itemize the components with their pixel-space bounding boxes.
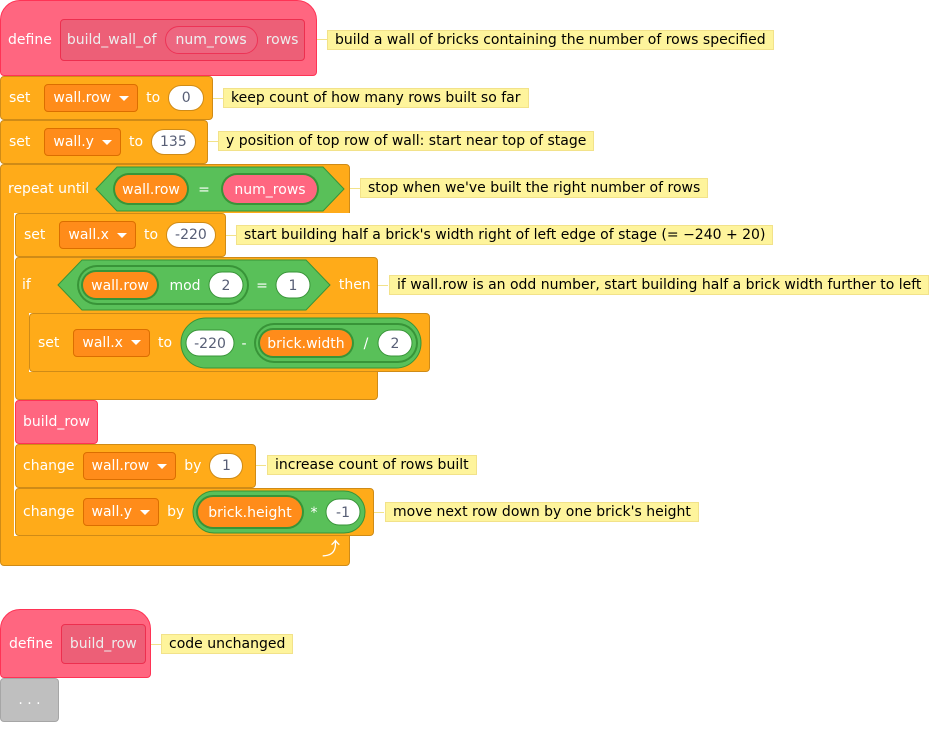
set-keyword: set bbox=[9, 134, 31, 150]
param-num-rows[interactable]: num_rows bbox=[164, 26, 258, 54]
multiplier-input[interactable]: -1 bbox=[336, 505, 350, 521]
equals-operator: = bbox=[198, 182, 210, 198]
caret-down-icon bbox=[116, 232, 127, 238]
change-keyword: change bbox=[23, 458, 75, 474]
prototype-name: build_row bbox=[69, 635, 137, 652]
change-keyword: change bbox=[23, 504, 75, 520]
to-label: to bbox=[128, 134, 144, 150]
if-condition-equals[interactable]: wall.row mod 2 = 1 bbox=[57, 259, 331, 311]
value-input[interactable]: 1 bbox=[209, 453, 244, 479]
repeat-keyword: repeat until bbox=[8, 181, 90, 197]
to-label: to bbox=[157, 334, 173, 351]
set-wall-x-offset-block[interactable]: set wall.x to -220 - brick.width / 2 bbox=[29, 313, 430, 372]
change-wall-y-block[interactable]: change wall.y by brick.height * -1 bbox=[15, 488, 374, 536]
variable-dropdown-wall-x[interactable]: wall.x bbox=[59, 221, 136, 249]
variable-dropdown-wall-y[interactable]: wall.y bbox=[82, 498, 160, 526]
dropdown-label: wall.x bbox=[82, 334, 123, 351]
define-keyword: define bbox=[9, 635, 53, 652]
placeholder-block: . . . bbox=[0, 678, 59, 722]
equals-operator: = bbox=[256, 278, 268, 294]
divisor-input[interactable]: 2 bbox=[391, 336, 400, 352]
define-build-row-block[interactable]: define build_row bbox=[0, 609, 151, 678]
multiply-expression[interactable]: brick.height * -1 bbox=[192, 490, 366, 534]
dropdown-label: wall.row bbox=[91, 458, 150, 474]
caret-down-icon bbox=[140, 509, 151, 515]
reporter-wall-row[interactable]: wall.row bbox=[91, 278, 149, 294]
to-label: to bbox=[146, 90, 161, 106]
dropdown-label: wall.y bbox=[53, 134, 94, 150]
dropdown-label: wall.row bbox=[53, 90, 112, 106]
reporter-brick-width[interactable]: brick.width bbox=[267, 336, 344, 352]
mod-operator: mod bbox=[169, 278, 200, 294]
define-keyword: define bbox=[8, 32, 52, 48]
comment-set-wall-x[interactable]: start building half a brick's width righ… bbox=[236, 225, 774, 245]
set-wall-y-block[interactable]: set wall.y to 135 bbox=[0, 120, 208, 164]
comment-define-build-row[interactable]: code unchanged bbox=[161, 634, 294, 654]
divide-operator: / bbox=[364, 336, 369, 352]
placeholder-dots: . . . bbox=[18, 692, 41, 708]
by-label: by bbox=[167, 504, 185, 520]
repeat-condition-equals[interactable]: wall.row = num_rows bbox=[95, 166, 345, 212]
set-wall-row-block[interactable]: set wall.row to 0 bbox=[0, 76, 213, 120]
caret-down-icon bbox=[157, 463, 168, 469]
reporter-num-rows[interactable]: num_rows bbox=[235, 182, 306, 198]
build-row-call-block[interactable]: build_row bbox=[15, 400, 98, 444]
caret-down-icon bbox=[101, 139, 112, 145]
equals-value-input[interactable]: 1 bbox=[288, 278, 297, 294]
prototype-name: build_wall_of bbox=[66, 32, 157, 48]
subtract-expression[interactable]: -220 - brick.width / 2 bbox=[180, 317, 422, 369]
comment-set-wall-row[interactable]: keep count of how many rows built so far bbox=[223, 88, 529, 108]
custom-block-prototype[interactable]: build_row bbox=[60, 623, 146, 664]
mod-value-input[interactable]: 2 bbox=[221, 278, 230, 294]
caret-down-icon bbox=[119, 95, 130, 101]
prototype-suffix: rows bbox=[265, 32, 299, 48]
build-row-label: build_row bbox=[23, 414, 90, 430]
custom-block-prototype[interactable]: build_wall_of num_rows rows bbox=[59, 19, 306, 61]
if-header: if wall.row mod 2 = 1 then bbox=[22, 259, 371, 311]
to-label: to bbox=[143, 227, 159, 243]
set-keyword: set bbox=[38, 334, 60, 351]
caret-down-icon bbox=[130, 340, 141, 345]
variable-dropdown-wall-x[interactable]: wall.x bbox=[73, 328, 150, 357]
value-input[interactable]: 135 bbox=[151, 129, 196, 155]
dropdown-label: wall.x bbox=[68, 227, 109, 243]
comment-if[interactable]: if wall.row is an odd number, start buil… bbox=[389, 275, 930, 295]
reporter-wall-row[interactable]: wall.row bbox=[122, 182, 180, 198]
reporter-brick-height[interactable]: brick.height bbox=[209, 505, 293, 521]
variable-dropdown-wall-row[interactable]: wall.row bbox=[44, 84, 139, 112]
value-input[interactable]: -220 bbox=[166, 222, 216, 248]
minus-operator: - bbox=[241, 336, 246, 352]
set-keyword: set bbox=[9, 90, 31, 106]
set-wall-x-block[interactable]: set wall.x to -220 bbox=[15, 213, 226, 257]
loop-arrow-icon: ⤴ bbox=[322, 539, 340, 560]
value-input[interactable]: 0 bbox=[168, 85, 205, 111]
then-keyword: then bbox=[338, 277, 371, 293]
by-label: by bbox=[184, 458, 202, 474]
repeat-header: repeat until wall.row = num_rows bbox=[8, 166, 345, 212]
if-keyword: if bbox=[22, 277, 31, 293]
comment-set-wall-y[interactable]: y position of top row of wall: start nea… bbox=[218, 131, 595, 151]
comment-change-wall-y[interactable]: move next row down by one brick's height bbox=[385, 502, 699, 522]
comment-define-build-wall[interactable]: build a wall of bricks containing the nu… bbox=[327, 30, 774, 50]
comment-change-wall-row[interactable]: increase count of rows built bbox=[267, 455, 477, 475]
multiply-operator: * bbox=[311, 505, 318, 521]
dropdown-label: wall.y bbox=[91, 504, 133, 520]
minuend-input[interactable]: -220 bbox=[194, 336, 226, 352]
variable-dropdown-wall-row[interactable]: wall.row bbox=[82, 452, 177, 480]
define-build-wall-of-content: define build_wall_of num_rows rows bbox=[8, 19, 306, 61]
change-wall-row-block[interactable]: change wall.row by 1 bbox=[15, 444, 256, 488]
comment-repeat-until[interactable]: stop when we've built the right number o… bbox=[360, 178, 709, 198]
variable-dropdown-wall-y[interactable]: wall.y bbox=[44, 128, 121, 156]
set-keyword: set bbox=[24, 227, 46, 243]
